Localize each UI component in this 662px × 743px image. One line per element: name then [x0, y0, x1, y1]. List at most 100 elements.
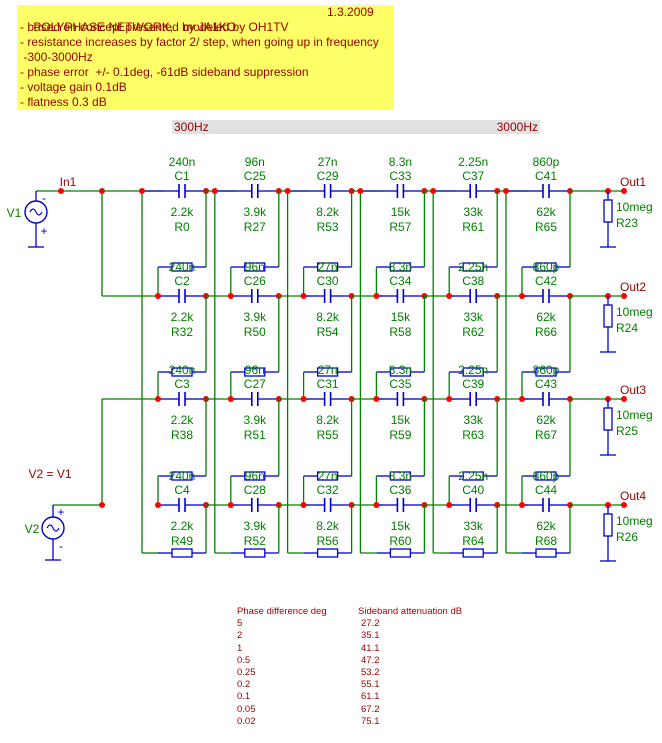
sine-wave-icon: [29, 208, 43, 216]
phase-cell: 0.25: [237, 666, 256, 678]
capacitor-name: C27: [244, 377, 266, 391]
table-header-phase: Phase difference deg: [237, 606, 327, 617]
resistor-value: 15k: [391, 413, 411, 427]
resistor-value: 2.2k: [171, 310, 195, 324]
resistor-name: R62: [462, 325, 484, 339]
freq-low-label: 300Hz: [174, 120, 209, 134]
phase-cell: 0.05: [237, 703, 256, 715]
capacitor-value: 860p: [533, 155, 560, 169]
capacitor-value: 96n: [245, 155, 265, 169]
attenuation-cell: 41.1: [361, 642, 380, 654]
capacitor-name: C35: [389, 377, 411, 391]
capacitor-value: 96n: [245, 363, 265, 377]
phase-cell: 1: [237, 642, 243, 654]
table-header-attenuation: Sideband attenuation dB: [358, 606, 463, 617]
load-resistor-body: [603, 304, 613, 328]
resistor-value: 15k: [391, 205, 411, 219]
attenuation-cell: 61.1: [361, 691, 380, 703]
node-dot: [155, 396, 161, 402]
capacitor-value: 2.25n: [458, 469, 488, 483]
load-resistor-name: R23: [616, 216, 638, 230]
capacitor-value: 27n: [318, 155, 338, 169]
phase-cell: 5: [237, 618, 243, 630]
output-net-label: Out1: [620, 175, 646, 189]
resistor-value: 3.9k: [243, 205, 267, 219]
node-dot: [503, 188, 509, 194]
node-dot: [155, 502, 161, 508]
node-dot: [300, 396, 307, 402]
capacitor-value: 8.3n: [389, 260, 412, 274]
node-dot: [227, 293, 234, 299]
table-row: 0.02 75.1: [237, 716, 497, 728]
load-resistor-value: 10meg: [616, 408, 653, 422]
node-dot: [373, 293, 380, 299]
notes-title-row: POLYPHASE NETWORK, modeled by OH1TV 1.3.…: [20, 5, 394, 34]
resistor-value: 3.9k: [243, 310, 267, 324]
resistor-value: 62k: [536, 205, 556, 219]
freq-high-label: 3000Hz: [496, 120, 538, 134]
resistor-value: 8.2k: [316, 310, 340, 324]
resistor-body: [171, 548, 193, 558]
phase-cell: 0.02: [237, 715, 256, 727]
resistor-value: 33k: [464, 310, 484, 324]
resistor-name: R55: [317, 428, 339, 442]
resistor-name: R61: [462, 220, 484, 234]
capacitor-name: C29: [317, 169, 339, 183]
capacitor-name: C39: [462, 377, 484, 391]
capacitor-name: C30: [317, 274, 339, 288]
node-dot: [300, 293, 307, 299]
capacitor-name: C33: [389, 169, 411, 183]
net-label-in1: In1: [60, 175, 77, 189]
resistor-body: [535, 548, 557, 558]
node-dot: [373, 502, 380, 508]
resistor-value: 2.2k: [171, 519, 195, 533]
node-dot: [621, 293, 627, 299]
phase-cell: 0.2: [237, 679, 251, 691]
capacitor-value: 240n: [169, 469, 196, 483]
plus-sign: +: [57, 505, 64, 519]
resistor-value: 15k: [391, 519, 411, 533]
resistor-value: 8.2k: [316, 519, 340, 533]
capacitor-value: 27n: [318, 363, 338, 377]
resistor-name: R52: [244, 534, 266, 548]
capacitor-value: 860p: [533, 469, 560, 483]
capacitor-value: 2.25n: [458, 363, 488, 377]
notes-line: - based on concept presented by JA1KO: [20, 20, 237, 34]
table-row: 0.25 53.2: [237, 667, 497, 679]
capacitor-value: 27n: [318, 469, 338, 483]
attenuation-cell: 75.1: [361, 715, 380, 727]
capacitor-value: 96n: [245, 260, 265, 274]
resistor-body: [462, 548, 484, 558]
capacitor-value: 2.25n: [458, 260, 488, 274]
output-net-label: Out4: [620, 489, 646, 503]
node-dot: [519, 502, 525, 508]
resistor-name: R51: [244, 428, 266, 442]
capacitor-name: C32: [317, 483, 339, 497]
node-dot: [99, 502, 105, 508]
node-dot: [58, 188, 64, 194]
resistor-value: 2.2k: [171, 205, 195, 219]
node-dot: [155, 293, 161, 299]
resistor-name: R50: [244, 325, 266, 339]
source-label-v1: V1: [7, 206, 22, 220]
output-net-label: Out2: [620, 280, 646, 294]
attenuation-cell: 53.2: [361, 666, 380, 678]
resistor-name: R66: [535, 325, 557, 339]
minus-sign: -: [59, 539, 63, 553]
table-header-row: Phase difference deg Sideband attenuatio…: [237, 606, 497, 618]
capacitor-value: 2.25n: [458, 155, 488, 169]
capacitor-value: 96n: [245, 469, 265, 483]
resistor-value: 2.2k: [171, 413, 195, 427]
capacitor-value: 8.3n: [389, 363, 412, 377]
resistor-name: R27: [244, 220, 266, 234]
source-note: V2 = V1: [28, 467, 71, 481]
attenuation-cell: 35.1: [361, 630, 380, 642]
resistor-name: R60: [389, 534, 411, 548]
capacitor-name: C1: [174, 169, 190, 183]
notes-title: POLYPHASE NETWORK, modeled by OH1TV: [33, 20, 289, 34]
